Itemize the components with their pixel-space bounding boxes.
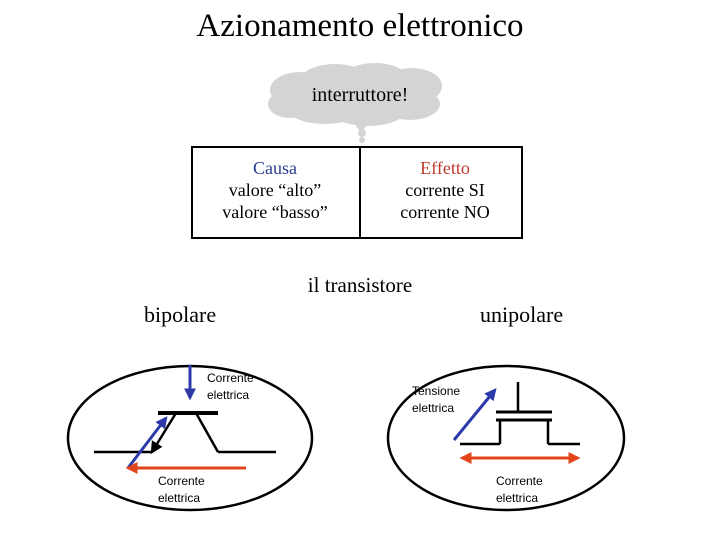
unipolar-top-label-line1: Tensione — [412, 384, 461, 398]
transistor-label: il transistore — [307, 273, 413, 297]
bipolar-bottom-label-line2: elettrica — [158, 491, 201, 505]
bipolar-bottom-label: Corrente elettrica — [158, 473, 205, 507]
bipolar-top-label-line2: elettrica — [207, 388, 250, 402]
effetto-row-on: corrente SI — [405, 180, 485, 200]
cause-effect-table — [191, 146, 523, 239]
causa-header: Causa — [253, 158, 297, 178]
bipolar-transistor-symbol — [94, 411, 276, 455]
unipolar-ellipse — [386, 364, 626, 512]
bipolar-top-label-line1: Corrente — [207, 371, 254, 385]
bipolar-top-label: Corrente elettrica — [207, 370, 254, 404]
unipolar-bottom-label: Corrente elettrica — [496, 473, 543, 507]
effetto-header: Effetto — [420, 158, 470, 178]
unipolar-top-label-line2: elettrica — [412, 401, 455, 415]
bipolar-label: bipolare — [144, 302, 217, 327]
unipolar-transistor-symbol — [460, 382, 580, 446]
unipolar-bottom-label-line2: elettrica — [496, 491, 539, 505]
causa-column: Causa valore “alto” valore “basso” — [200, 157, 350, 223]
thought-bubbles — [356, 120, 366, 143]
effetto-row-off: corrente NO — [400, 202, 490, 222]
bipolar-bottom-label-line1: Corrente — [158, 474, 205, 488]
bipolar-current-out-arrow — [126, 416, 168, 469]
thought-cloud — [268, 63, 442, 126]
unipolar-bottom-label-line1: Corrente — [496, 474, 543, 488]
page-title: Azionamento elettronico — [196, 8, 524, 44]
unipolar-top-label: Tensione elettrica — [412, 383, 460, 417]
unipolar-label: unipolare — [480, 302, 564, 327]
unipolar-voltage-arrow — [452, 388, 497, 441]
causa-row-high: valore “alto” — [228, 180, 322, 200]
effetto-column: Effetto corrente SI corrente NO — [370, 157, 520, 223]
cloud-text: interruttore! — [311, 84, 409, 106]
causa-row-low: valore “basso” — [222, 202, 328, 222]
